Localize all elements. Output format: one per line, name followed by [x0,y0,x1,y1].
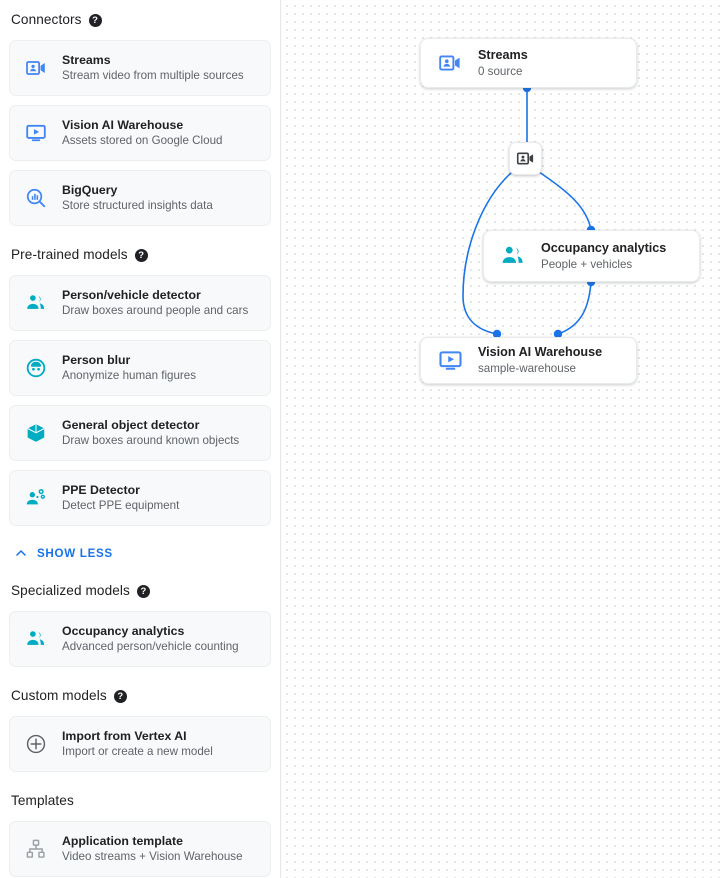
edge-mini-to-occupancy [538,171,592,231]
monitor-play-icon [24,121,48,145]
section-title: Specialized models [11,583,130,599]
ppe-detector-icon [24,486,48,510]
video-camera-person-icon [513,146,539,172]
bigquery-magnifier-icon [24,186,48,210]
node-title: Vision AI Warehouse [478,345,603,359]
card-title: Vision AI Warehouse [62,118,184,132]
card-subtitle: Stream video from multiple sources [62,69,244,82]
people-group-icon [24,627,48,651]
card-text: Import from Vertex AI Import or create a … [62,728,213,760]
card-title: Person/vehicle detector [62,288,201,302]
card-subtitle: Detect PPE equipment [62,499,180,512]
section-header-templates: Templates [9,781,271,821]
video-camera-person-icon [437,50,463,76]
cube-box-icon [24,421,48,445]
node-subtitle: People + vehicles [541,257,633,271]
edge-layer [462,83,596,339]
help-icon[interactable]: ? [134,248,148,262]
port-warehouse-in-right[interactable] [553,329,563,339]
section-header-custom-models: Custom models? [9,676,271,716]
node-subtitle: sample-warehouse [478,362,576,375]
card-subtitle: Import or create a new model [62,745,213,758]
card-title: General object detector [62,418,200,432]
help-icon[interactable]: ? [136,584,150,598]
help-icon[interactable]: ? [88,13,102,27]
node-text: Occupancy analytics People + vehicles [541,240,666,273]
port-warehouse-in-left[interactable] [492,329,502,339]
show-less-label: SHOW LESS [37,546,113,560]
people-group-icon [500,243,526,269]
canvas-node-occupancy-analytics[interactable]: Occupancy analytics People + vehicles [483,230,700,282]
person-blur-face-icon [24,356,48,380]
catalog-card-import-from-vertex-ai[interactable]: Import from Vertex AI Import or create a … [9,716,271,772]
video-camera-person-icon [24,56,48,80]
card-title: Import from Vertex AI [62,729,187,743]
plus-circle-icon [24,732,48,756]
graph-canvas[interactable]: Streams 0 source [281,0,725,878]
card-title: BigQuery [62,183,118,197]
hierarchy-template-icon [24,837,48,861]
node-subtitle: 0 source [478,64,523,78]
section-header-pre-trained-models: Pre-trained models? [9,235,271,275]
section-title: Pre-trained models [11,247,128,263]
card-title: Application template [62,834,183,848]
section-title: Connectors [11,12,82,28]
edge-occupancy-to-warehouse [557,281,592,335]
chevron-up-icon [13,545,29,561]
card-subtitle: Video streams + Vision Warehouse [62,850,243,863]
card-title: PPE Detector [62,483,140,497]
edge-mini-to-warehouse [462,171,513,335]
card-subtitle: Store structured insights data [62,199,213,212]
card-title: Person blur [62,353,131,367]
card-subtitle: Advanced person/vehicle counting [62,640,239,653]
node-title: Occupancy analytics [541,240,667,255]
canvas-node-mini-streams[interactable] [509,142,542,175]
card-title: Occupancy analytics [62,624,185,638]
card-title: Streams [62,53,111,67]
section-title: Custom models [11,688,107,704]
section-header-connectors: Connectors? [9,0,271,40]
canvas-node-vision-ai-warehouse[interactable]: Vision AI Warehouse sample-warehouse [420,337,637,384]
show-less-button[interactable]: SHOW LESS [9,535,271,571]
help-icon[interactable]: ? [113,689,127,703]
node-text: Streams 0 source [478,47,528,80]
card-subtitle: Draw boxes around known objects [62,434,240,447]
card-subtitle: Draw boxes around people and cars [62,304,249,317]
node-text: Vision AI Warehouse sample-warehouse [478,344,602,377]
card-subtitle: Anonymize human figures [62,369,197,382]
section-title: Templates [11,793,74,809]
card-subtitle: Assets stored on Google Cloud [62,134,223,147]
section-header-specialized-models: Specialized models? [9,571,271,611]
node-title: Streams [478,47,528,62]
people-group-icon [24,291,48,315]
monitor-play-icon [437,348,463,374]
canvas-node-streams[interactable]: Streams 0 source [420,38,637,88]
